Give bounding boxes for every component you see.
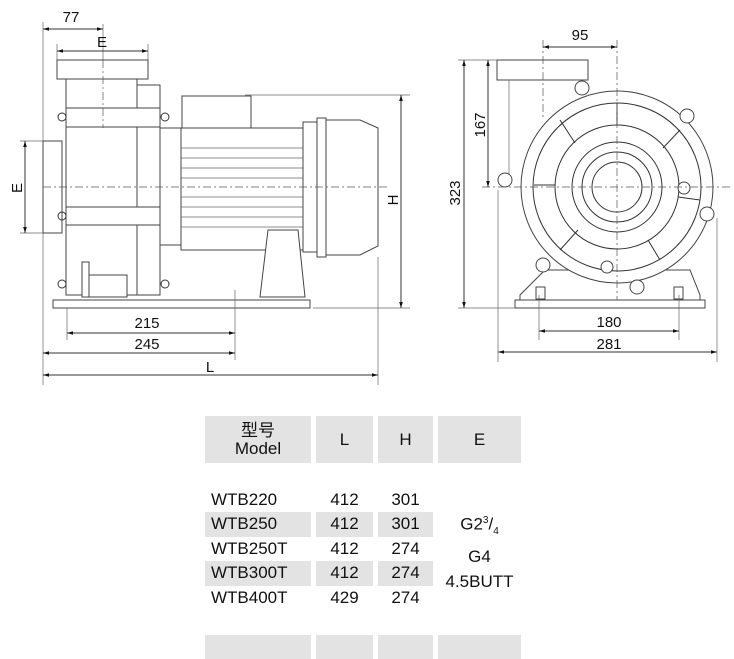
cell-l: 412 [316,537,373,562]
cell-h: 301 [378,488,433,513]
dim-180-label: 180 [596,314,621,331]
cell-model: WTB250T [205,537,311,562]
cell-model: WTB220 [205,488,311,513]
base-plate-front [515,300,705,308]
dim-245-label: 245 [134,336,159,353]
cell-l: 412 [316,488,373,513]
cell-l: 429 [316,586,373,611]
dim-h-label: H [385,195,402,206]
cell-model: WTB300T [205,561,311,586]
dim-167-label: 167 [472,112,489,137]
header-l: L [316,416,373,463]
cell-model: WTB400T [205,586,311,611]
motor-foot [260,230,305,297]
table-footer-band [205,635,521,659]
table-row: WTB220 412 301 G23/4 G4 4.5BUTT [205,488,521,513]
dim-95-label: 95 [572,27,589,44]
fan-cover [326,120,378,255]
motor-terminal-box [182,96,251,128]
front-view: 95 323 167 180 281 [447,27,730,362]
cell-h: 301 [378,512,433,537]
dim-e-left-label: E [9,183,26,193]
cell-e-merged: G23/4 G4 4.5BUTT [438,488,521,611]
cell-h: 274 [378,561,433,586]
header-e: E [438,416,521,463]
dim-77-label: 77 [63,9,80,26]
cell-h: 274 [378,537,433,562]
side-view: 77 E E H 215 245 L [9,9,410,385]
dim-215-label: 215 [134,315,159,332]
cell-l: 412 [316,512,373,537]
dim-l-label: L [206,359,214,376]
pump-dimension-drawing: 77 E E H 215 245 L [0,0,734,410]
cell-model: WTB250 [205,512,311,537]
cell-l: 412 [316,561,373,586]
outlet-flange-front [497,60,588,80]
dim-323-label: 323 [447,180,464,205]
dim-e-top-label: E [97,34,107,51]
base-plate [53,300,310,308]
outlet-flange [57,60,148,79]
cell-h: 274 [378,586,433,611]
dim-281-label: 281 [596,336,621,353]
header-h: H [378,416,433,463]
